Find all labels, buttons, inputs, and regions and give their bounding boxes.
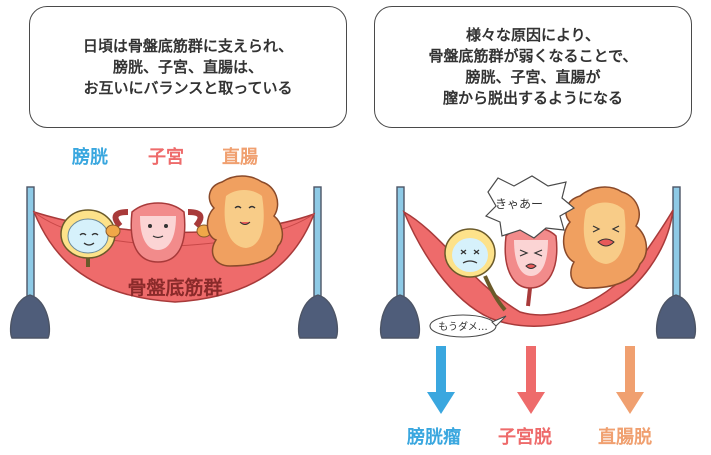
uterine-prolapse-label: 子宮脱 (498, 427, 552, 448)
caption-line: 膀胱、子宮、直腸は、 (112, 57, 263, 76)
bladder-label: 膀胱 (72, 147, 108, 168)
bladder-character (60, 209, 116, 267)
caption-line: 骨盤底筋群が弱くなることで、 (428, 47, 638, 65)
arrow-down-icon-uterus (517, 346, 545, 414)
hammock-post-right (297, 186, 339, 339)
hammock-post-left-collapsed (379, 186, 421, 339)
uterus-label: 子宮 (148, 147, 184, 168)
caption-line: 日頃は骨盤底筋群に支えられ、 (82, 36, 294, 55)
cystocele-label: 膀胱瘤 (407, 427, 461, 448)
rectum-label: 直腸 (222, 147, 258, 168)
hammock-post-right-collapsed (655, 186, 697, 339)
rectal-prolapse-label: 直腸脱 (598, 427, 652, 448)
whisper-text: もうダメ… (438, 320, 487, 333)
uterus-character (105, 202, 212, 263)
rectum-character (206, 175, 284, 267)
rectum-character-distressed (562, 186, 648, 289)
caption-line: お互いにバランスと取っている (83, 78, 293, 97)
hammock-post-left (9, 186, 51, 339)
caption-line: 膣から脱出するようになる (442, 89, 623, 107)
sagging-pelvic-floor (402, 209, 674, 327)
uterus-character-distressed (504, 226, 558, 307)
arrow-down-icon-bladder (427, 346, 455, 414)
caption-bubble-left: 日頃は骨盤底筋群に支えられ、 膀胱、子宮、直腸は、 お互いにバランスと取っている (29, 6, 347, 128)
caption-line: 様々な原因により、 (465, 26, 601, 44)
hammock-label: 骨盤底筋群 (127, 276, 222, 299)
caption-bubble-right: 様々な原因により、 骨盤底筋群が弱くなることで、 膀胱、子宮、直腸が 膣から脱出… (374, 6, 692, 128)
shout-text: きゃあー (495, 197, 543, 211)
bladder-character-distressed (444, 228, 507, 312)
caption-line: 膀胱、子宮、直腸が (465, 68, 601, 86)
arrow-down-icon-rectum (616, 346, 644, 414)
shout-bubble (484, 175, 576, 239)
whisper-bubble (429, 314, 507, 338)
